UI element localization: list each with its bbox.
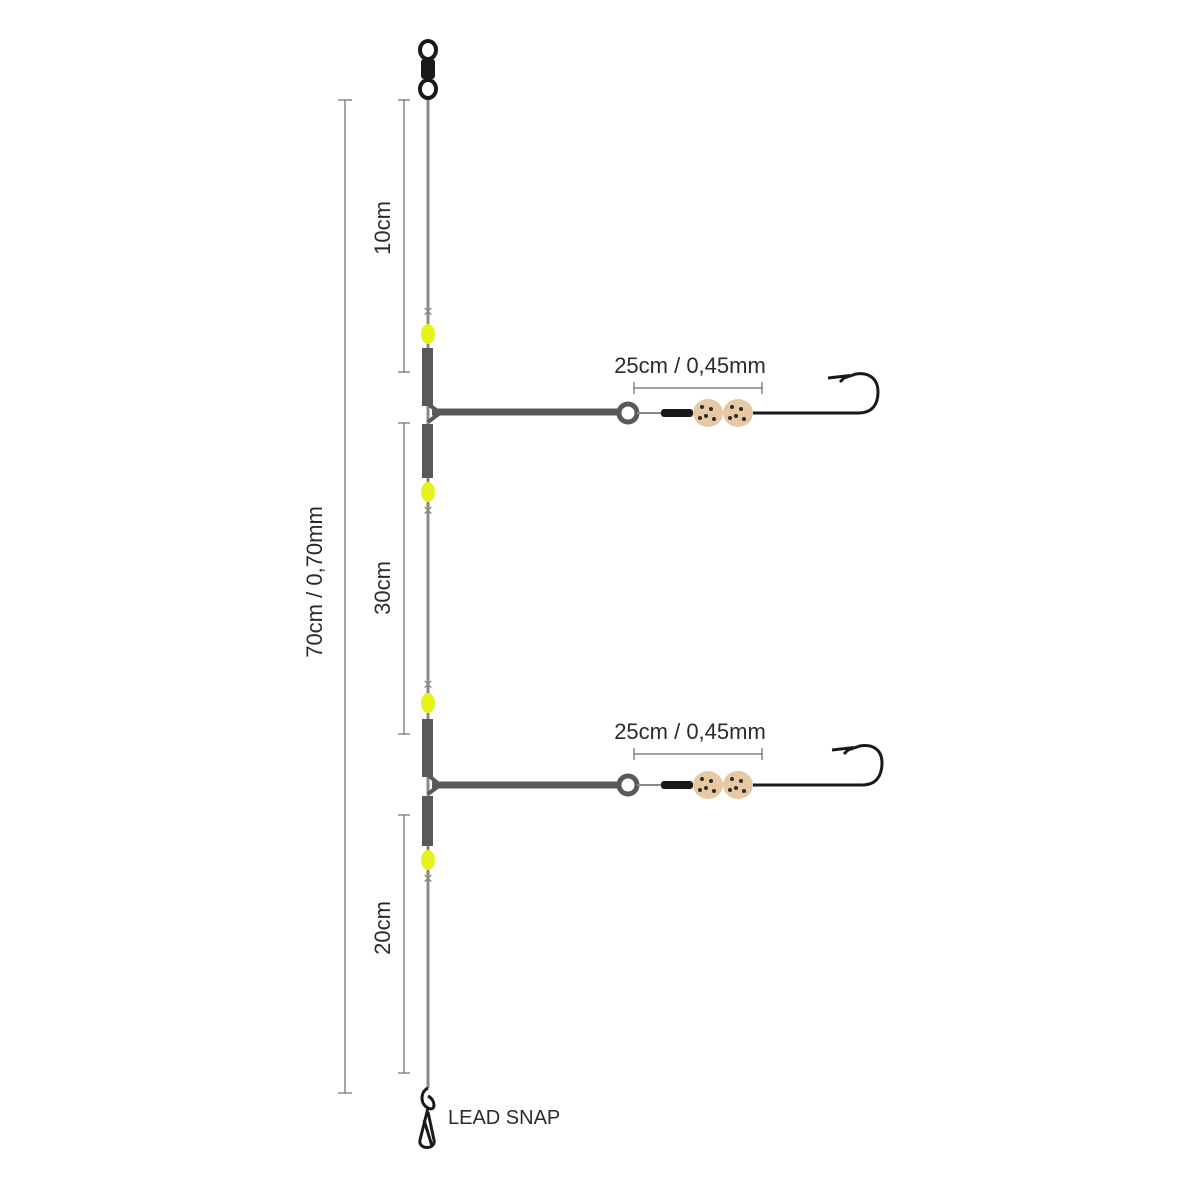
hook-icon xyxy=(753,372,880,415)
bead-icon xyxy=(693,771,723,799)
fluo-bead-icon xyxy=(421,324,435,344)
crimp-sleeve-icon xyxy=(661,409,693,417)
segment-bottom-dimension xyxy=(398,814,410,1074)
lead-snap-icon xyxy=(418,1086,436,1149)
hook-barb-icon xyxy=(827,374,851,384)
fluo-bead-icon xyxy=(421,850,435,870)
total-dimension-label: 70cm / 0,70mm xyxy=(302,506,327,658)
hook-barb-icon xyxy=(831,746,855,756)
segment-middle-dimension xyxy=(398,422,410,735)
boom-tube-upper-lower-part xyxy=(422,424,433,478)
swivel-icon xyxy=(418,39,438,100)
segment-top-label: 10cm xyxy=(370,201,395,255)
fluo-bead-icon xyxy=(421,482,435,502)
snood-lower-dimension xyxy=(633,748,763,760)
snood-upper-dimension xyxy=(633,382,763,394)
stopper-knot-icon: ✕ xyxy=(423,871,434,886)
lead-snap-label: LEAD SNAP xyxy=(448,1107,560,1129)
ring-icon xyxy=(616,773,640,797)
snood-lower-label: 25cm / 0,45mm xyxy=(614,719,766,744)
stopper-knot-icon: ✕ xyxy=(423,503,434,518)
fluo-bead-icon xyxy=(421,693,435,713)
boom-tube-lower xyxy=(422,719,433,777)
total-dimension xyxy=(338,99,352,1094)
boom-tube-upper xyxy=(422,348,433,406)
snood-upper-label: 25cm / 0,45mm xyxy=(614,353,766,378)
stopper-knot-icon: ✕ xyxy=(423,304,434,319)
bead-icon xyxy=(723,771,753,799)
upper-boom-assembly: ✕ ✕ xyxy=(421,304,880,518)
bead-icon xyxy=(723,399,753,427)
segment-middle-label: 30cm xyxy=(370,561,395,615)
segment-bottom-label: 20cm xyxy=(370,901,395,955)
stopper-knot-icon: ✕ xyxy=(423,677,434,692)
segment-top-dimension xyxy=(398,99,410,373)
ring-icon xyxy=(616,401,640,425)
lower-boom-assembly: ✕ ✕ xyxy=(421,677,884,886)
crimp-sleeve-icon xyxy=(661,781,693,789)
hook-icon xyxy=(753,744,884,787)
boom-tube-lower-lower-part xyxy=(422,796,433,846)
bead-icon xyxy=(693,399,723,427)
